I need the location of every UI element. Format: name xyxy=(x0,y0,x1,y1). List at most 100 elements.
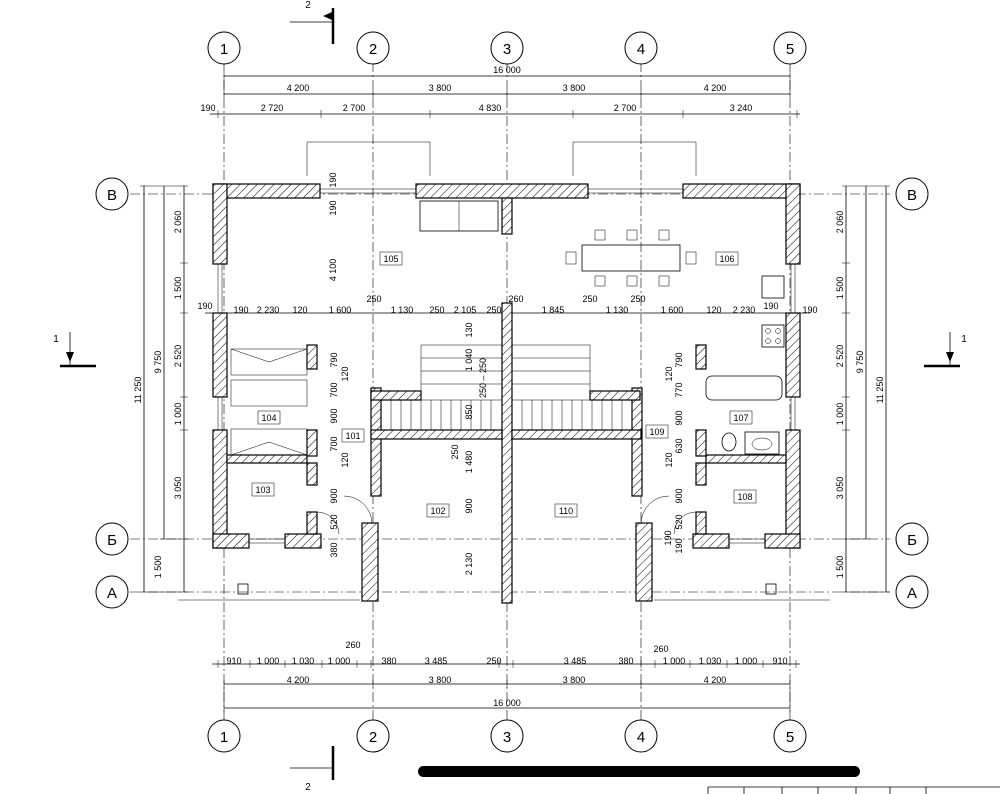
dim-open-top-2: 2 700 xyxy=(343,103,366,113)
top-dimensions: 16 000 4 200 3 800 3 800 4 200 190 2 720… xyxy=(200,65,800,176)
dim-int-190b: 190 xyxy=(328,200,338,215)
dim-int-250c: 250 xyxy=(450,444,460,459)
toilet-icon xyxy=(721,432,737,452)
dim-span-3-4-bottom: 3 800 xyxy=(563,675,586,685)
dim-int-190a: 190 xyxy=(328,172,338,187)
dim-int-190-r2: 190 xyxy=(674,538,684,553)
dim-mid-5: 250 xyxy=(429,305,444,315)
axis-marker-3-bottom: 3 xyxy=(490,719,524,753)
dim-left-2: 2 520 xyxy=(173,345,183,368)
section-mark-2-bottom: 2 xyxy=(290,746,335,793)
dim-open-top-1: 2 720 xyxy=(261,103,284,113)
room-110: 110 xyxy=(554,503,578,518)
dim-int-900-c: 900 xyxy=(464,498,474,513)
svg-text:104: 104 xyxy=(261,413,276,423)
axis-markers: 1 2 3 4 5 1 2 3 4 5 В Б А В Б А xyxy=(95,31,929,753)
svg-text:В: В xyxy=(907,187,917,204)
dim-overall-bottom: 16 000 xyxy=(493,698,521,708)
room-104: 104 xyxy=(257,410,281,425)
room-103: 103 xyxy=(251,482,275,497)
dim-mid-11: 120 xyxy=(706,305,721,315)
dim-right-2: 2 520 xyxy=(835,345,845,368)
dim-int-790-r: 790 xyxy=(674,352,684,367)
section-markers: 2 2 1 1 xyxy=(53,0,967,793)
dim-int-4100: 4 100 xyxy=(328,259,338,282)
dim-open-top-4: 2 700 xyxy=(614,103,637,113)
svg-text:107: 107 xyxy=(733,413,748,423)
svg-text:5: 5 xyxy=(786,729,794,746)
dim-open-bottom-1: 1 000 xyxy=(257,656,280,666)
dim-open-bottom-6: 250 xyxy=(486,656,501,666)
svg-text:108: 108 xyxy=(737,492,752,502)
title-block-frame xyxy=(707,786,1000,794)
svg-text:105: 105 xyxy=(383,254,398,264)
svg-text:1: 1 xyxy=(220,729,228,746)
axis-marker-a-left: А xyxy=(95,575,129,609)
svg-text:Б: Б xyxy=(107,532,117,549)
room-106: 106 xyxy=(715,251,739,266)
dim-int-700-l2: 700 xyxy=(329,436,339,451)
dim-overall-top: 16 000 xyxy=(493,65,521,75)
svg-text:А: А xyxy=(107,585,117,602)
dim-left-total-b: 11 250 xyxy=(133,377,143,404)
axis-marker-2-bottom: 2 xyxy=(356,719,390,753)
stair-left-icon xyxy=(380,344,503,431)
dining-table-icon xyxy=(581,244,681,272)
dim-260-right: 260 xyxy=(653,644,668,654)
dim-open-bottom-8: 380 xyxy=(618,656,633,666)
section-mark-1-left: 1 xyxy=(53,332,96,368)
dim-open-top-3: 4 830 xyxy=(479,103,502,113)
dim-mid-250c: 250 xyxy=(630,294,645,304)
svg-text:106: 106 xyxy=(719,254,734,264)
door-swing-right xyxy=(640,495,670,525)
dim-open-bottom-7: 3 485 xyxy=(564,656,587,666)
mid-dimension-row: 190 190 2 230 120 1 600 250 1 130 250 2 … xyxy=(197,294,817,315)
dim-mid-0: 190 xyxy=(233,305,248,315)
svg-text:Б: Б xyxy=(907,532,917,549)
dim-mid-10: 1 600 xyxy=(661,305,684,315)
dim-open-bottom-12: 910 xyxy=(772,656,787,666)
dim-left-3: 1 000 xyxy=(173,403,183,426)
svg-text:2: 2 xyxy=(305,782,311,793)
stove-icon xyxy=(761,324,785,348)
dim-int-250-250: 250 – 250 xyxy=(478,358,488,398)
dim-open-bottom-4: 380 xyxy=(381,656,396,666)
axis-marker-1-top: 1 xyxy=(207,31,241,65)
dim-left-4: 3 050 xyxy=(173,477,183,500)
dim-open-top-0: 190 xyxy=(200,103,215,113)
dim-mid-190-left: 190 xyxy=(197,301,212,311)
axis-marker-b-right: Б xyxy=(895,522,929,556)
walls xyxy=(212,183,801,604)
dim-int-120-r1: 120 xyxy=(664,366,674,381)
svg-text:В: В xyxy=(107,187,117,204)
dim-int-900-r2: 900 xyxy=(674,488,684,503)
dim-right-4: 3 050 xyxy=(835,477,845,500)
dim-right-1: 1 500 xyxy=(835,277,845,300)
dim-left-5: 1 500 xyxy=(153,556,163,579)
svg-text:110: 110 xyxy=(559,506,573,516)
scroll-indicator[interactable] xyxy=(418,766,860,777)
dim-mid-260: 260 xyxy=(508,294,523,304)
svg-text:4: 4 xyxy=(637,729,645,746)
svg-text:103: 103 xyxy=(255,485,270,495)
axis-marker-v-right: В xyxy=(895,177,929,211)
svg-text:2: 2 xyxy=(305,0,311,11)
dim-int-900-l1: 900 xyxy=(329,408,339,423)
windows xyxy=(217,188,796,544)
wardrobe-icon xyxy=(230,348,308,456)
dim-mid-2: 120 xyxy=(292,305,307,315)
dim-left-0: 2 060 xyxy=(173,211,183,234)
dim-open-bottom-5: 3 485 xyxy=(425,656,448,666)
dim-left-total-a: 9 750 xyxy=(153,351,163,374)
dim-mid-190-right: 190 xyxy=(802,305,817,315)
dim-int-900-r1: 900 xyxy=(674,410,684,425)
dim-span-2-3-top: 3 800 xyxy=(429,83,452,93)
dim-span-2-3-bottom: 3 800 xyxy=(429,675,452,685)
door-swing-left xyxy=(343,495,373,525)
dim-int-520-r: 520 xyxy=(674,514,684,529)
room-101: 101 xyxy=(341,428,365,443)
dim-right-total-a: 9 750 xyxy=(855,351,865,374)
svg-text:5: 5 xyxy=(786,41,794,58)
stair-right-icon xyxy=(511,344,633,431)
interior-dimensions: 190 190 4 100 130 790 120 700 900 700 12… xyxy=(328,172,684,575)
